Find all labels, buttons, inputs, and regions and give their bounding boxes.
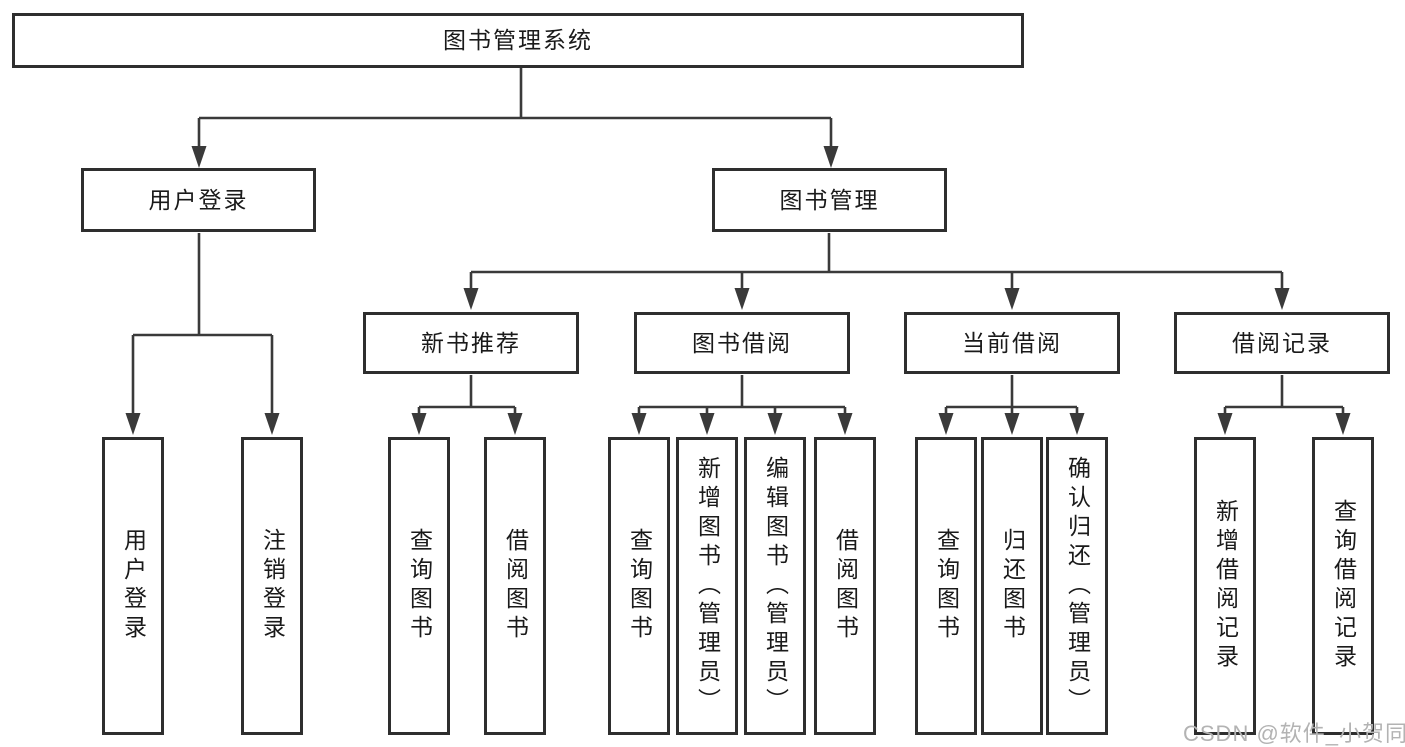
node-label: 查询图书: [626, 528, 653, 644]
node-label: 用户登录: [148, 186, 249, 213]
node-label: 借阅图书: [502, 528, 529, 644]
leaf-query-books-current: 查询图书: [915, 437, 977, 735]
node-label: 确认归还（管理员）: [1064, 455, 1091, 717]
node-user-login: 用户登录: [81, 168, 316, 232]
leaf-query-borrow-record: 查询借阅记录: [1312, 437, 1374, 735]
node-new-book-recommend: 新书推荐: [363, 312, 579, 374]
leaf-borrow-books-recommend: 借阅图书: [484, 437, 546, 735]
node-borrow-records: 借阅记录: [1174, 312, 1390, 374]
node-label: 归还图书: [999, 528, 1026, 644]
node-label: 查询图书: [406, 528, 433, 644]
node-label: 借阅图书: [832, 528, 859, 644]
node-current-borrow: 当前借阅: [904, 312, 1120, 374]
node-label: 借阅记录: [1232, 329, 1332, 356]
leaf-borrow-books-borrow: 借阅图书: [814, 437, 876, 735]
node-label: 用户登录: [120, 528, 147, 644]
leaf-edit-book-admin: 编辑图书（管理员）: [744, 437, 806, 735]
node-label: 新增图书（管理员）: [694, 455, 721, 717]
node-label: 查询图书: [933, 528, 960, 644]
leaf-logout: 注销登录: [241, 437, 303, 735]
watermark: CSDN @软件_小贺同学: [1183, 721, 1405, 746]
leaf-query-books-recommend: 查询图书: [388, 437, 450, 735]
leaf-confirm-return-admin: 确认归还（管理员）: [1046, 437, 1108, 735]
leaf-add-borrow-record: 新增借阅记录: [1194, 437, 1256, 735]
leaf-return-books: 归还图书: [981, 437, 1043, 735]
leaf-user-login: 用户登录: [102, 437, 164, 735]
node-book-management: 图书管理: [712, 168, 947, 232]
node-book-borrow: 图书借阅: [634, 312, 850, 374]
node-label: 新书推荐: [421, 329, 521, 356]
node-label: 编辑图书（管理员）: [762, 455, 789, 717]
node-label: 注销登录: [259, 528, 286, 644]
node-library-system: 图书管理系统: [12, 13, 1024, 68]
leaf-add-book-admin: 新增图书（管理员）: [676, 437, 738, 735]
node-label: 当前借阅: [962, 329, 1062, 356]
node-label: 图书借阅: [692, 329, 792, 356]
leaf-query-books-borrow: 查询图书: [608, 437, 670, 735]
node-label: 新增借阅记录: [1212, 499, 1239, 673]
node-label: 查询借阅记录: [1330, 499, 1357, 673]
node-label: 图书管理系统: [443, 27, 593, 53]
node-label: 图书管理: [779, 186, 880, 213]
